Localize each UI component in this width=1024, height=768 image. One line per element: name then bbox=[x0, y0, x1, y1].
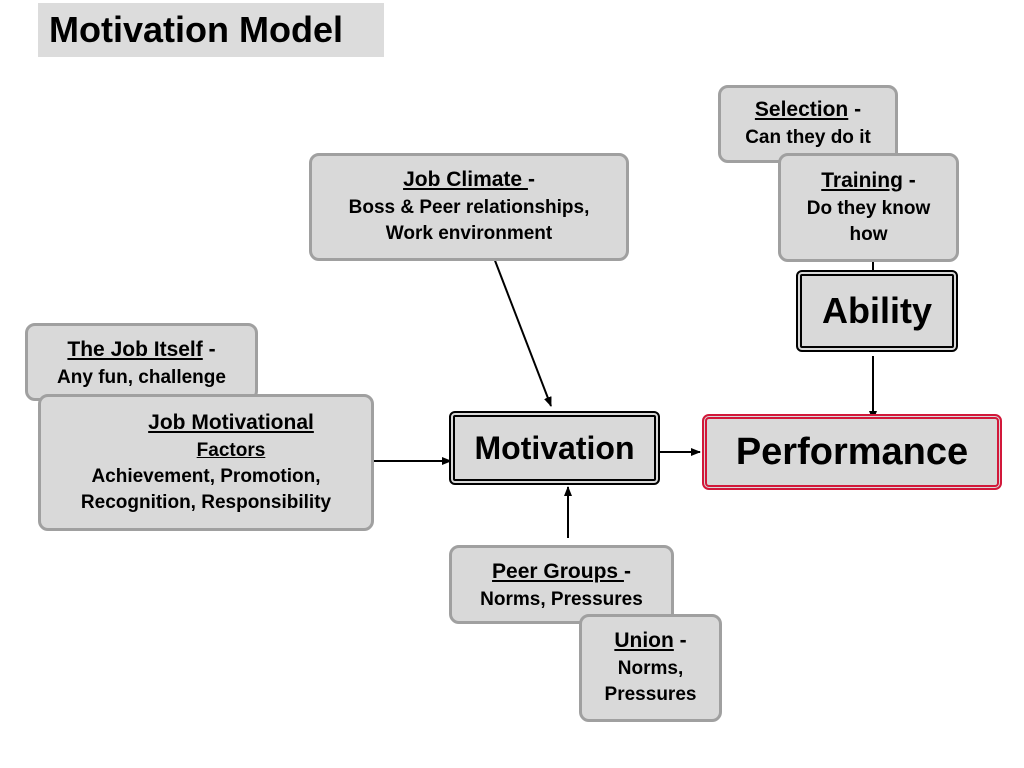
training-body-line1: Do they know bbox=[806, 197, 931, 219]
job-motivational-body-line1: Achievement, Promotion, bbox=[91, 465, 321, 487]
training-body-line2: how bbox=[849, 223, 888, 245]
job-itself-heading: The Job Itself bbox=[67, 338, 203, 361]
peer-groups-heading: Peer Groups bbox=[492, 560, 624, 583]
training-dash: - bbox=[902, 168, 916, 192]
peer-groups-body: Norms, Pressures bbox=[480, 588, 643, 610]
selection-heading: Selection bbox=[754, 98, 849, 121]
selection-box: Selection - Can they do it bbox=[718, 85, 898, 163]
job-motivational-box: Job Motivational Factors Achievement, Pr… bbox=[38, 394, 374, 531]
performance-box: Performance bbox=[702, 414, 1002, 490]
job-climate-heading: Job Climate bbox=[403, 168, 528, 192]
union-box: Union - Norms, Pressures bbox=[579, 614, 722, 722]
ability-box: Ability bbox=[796, 270, 958, 352]
union-body-line1: Norms, bbox=[617, 658, 684, 680]
job-itself-box: The Job Itself - Any fun, challenge bbox=[25, 323, 258, 401]
peer-groups-dash: - bbox=[623, 560, 631, 583]
union-dash: - bbox=[673, 629, 687, 653]
motivation-label: Motivation bbox=[474, 429, 635, 466]
job-climate-dash: - bbox=[527, 168, 535, 192]
selection-body: Can they do it bbox=[745, 126, 871, 148]
page-title: Motivation Model bbox=[38, 3, 384, 57]
job-motivational-sub: Factors bbox=[196, 439, 266, 461]
selection-dash: - bbox=[848, 98, 862, 121]
union-heading: Union bbox=[614, 629, 674, 653]
job-itself-dash: - bbox=[202, 338, 216, 361]
motivation-box: Motivation bbox=[449, 411, 660, 485]
job-climate-box: Job Climate - Boss & Peer relationships,… bbox=[309, 153, 629, 261]
training-heading: Training bbox=[821, 168, 903, 192]
performance-label: Performance bbox=[735, 430, 969, 473]
job-itself-body: Any fun, challenge bbox=[57, 366, 226, 388]
job-climate-body-line1: Boss & Peer relationships, bbox=[348, 197, 590, 219]
job-motivational-heading: Job Motivational bbox=[148, 410, 314, 434]
job-climate-body-line2: Work environment bbox=[385, 223, 553, 245]
peer-groups-box: Peer Groups - Norms, Pressures bbox=[449, 545, 674, 624]
job-motivational-body-line2: Recognition, Responsibility bbox=[80, 492, 332, 514]
arrow-climate-to-motivation bbox=[493, 257, 552, 407]
training-box: Training - Do they know how bbox=[778, 153, 959, 262]
ability-label: Ability bbox=[821, 290, 932, 331]
union-body-line2: Pressures bbox=[604, 684, 697, 706]
